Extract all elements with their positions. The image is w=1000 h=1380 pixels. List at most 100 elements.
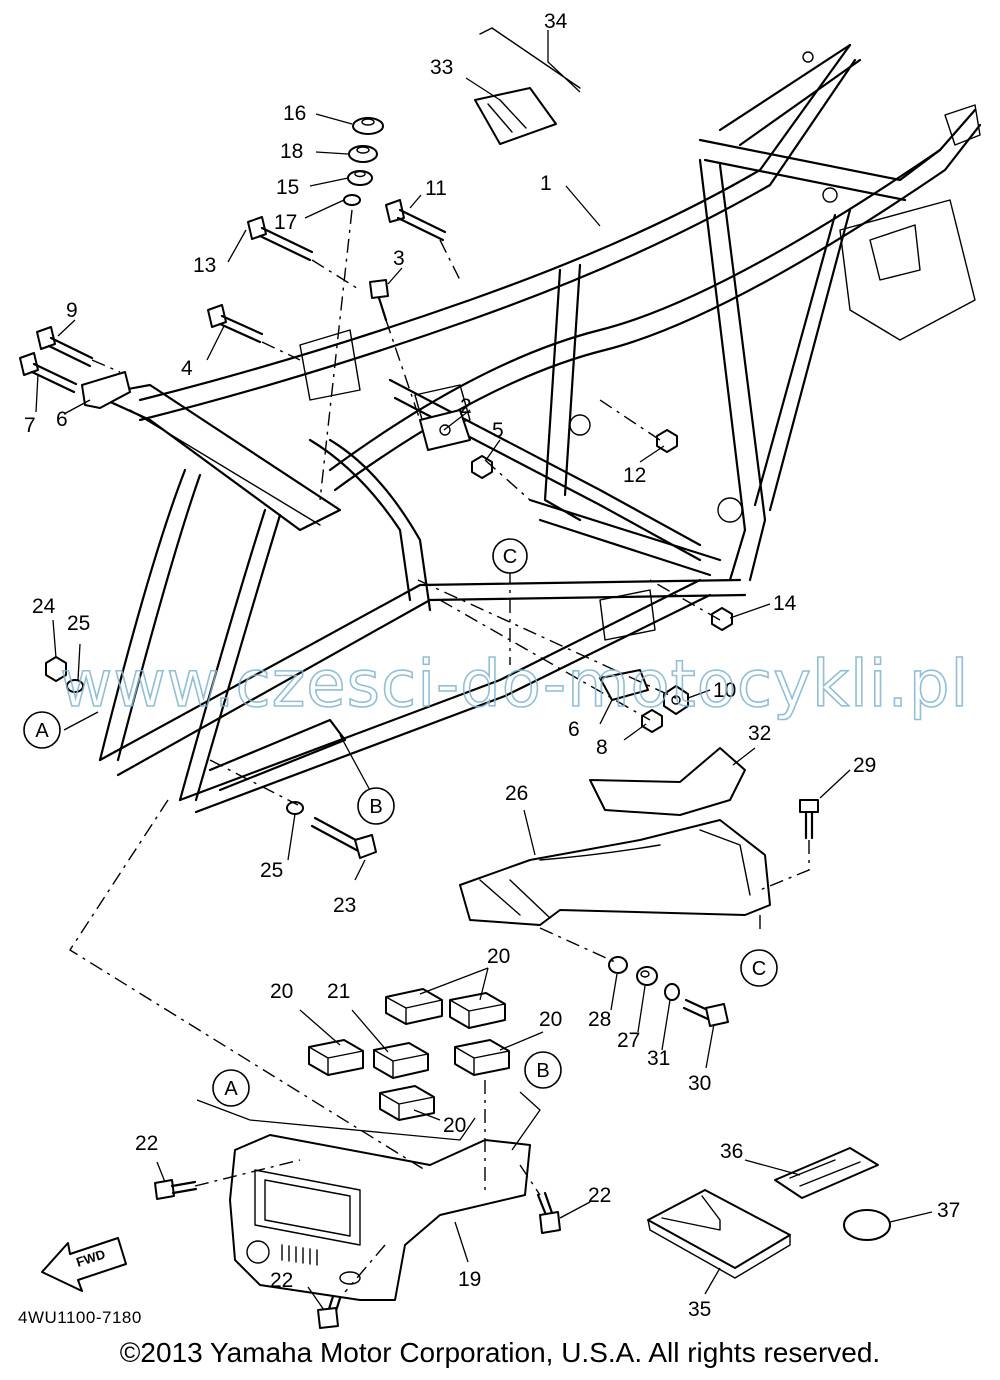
callout-9: 9 bbox=[66, 299, 78, 322]
callout-5: 5 bbox=[492, 419, 504, 442]
callout-20-a: 20 bbox=[270, 980, 293, 1003]
watermark: www.czesci-do-motocykli.pl bbox=[60, 648, 969, 722]
callout-30: 30 bbox=[688, 1072, 711, 1095]
callout-12: 12 bbox=[623, 464, 646, 487]
nut-14 bbox=[711, 607, 733, 631]
callout-34: 34 bbox=[544, 10, 568, 33]
ref-c-cover: C bbox=[740, 949, 778, 987]
bolt-30 bbox=[682, 998, 729, 1027]
bolt-22-right bbox=[536, 1191, 561, 1234]
callout-4: 4 bbox=[181, 357, 193, 380]
callout-1: 1 bbox=[540, 172, 552, 195]
callout-20-c: 20 bbox=[539, 1008, 562, 1031]
svg-text:A: A bbox=[35, 720, 49, 742]
diagram-code: 4WU1100-7180 bbox=[18, 1308, 142, 1327]
callout-6-top: 6 bbox=[56, 408, 68, 431]
callout-15: 15 bbox=[276, 176, 299, 199]
callout-36: 36 bbox=[720, 1140, 743, 1163]
copyright-notice: ©2013 Yamaha Motor Corporation, U.S.A. A… bbox=[119, 1337, 881, 1368]
callout-29: 29 bbox=[853, 754, 876, 777]
svg-text:C: C bbox=[503, 546, 517, 568]
bolt-9 bbox=[36, 326, 94, 368]
cable-tie-34 bbox=[479, 27, 581, 89]
callout-25-bottom: 25 bbox=[260, 859, 283, 882]
bolt-23 bbox=[310, 816, 377, 859]
callout-13: 13 bbox=[193, 254, 216, 277]
plate-6-bottom bbox=[599, 669, 649, 701]
callout-17: 17 bbox=[274, 211, 297, 234]
o-ring-37 bbox=[843, 1209, 891, 1241]
ref-c-top: C bbox=[492, 538, 528, 574]
svg-text:B: B bbox=[369, 796, 382, 818]
callout-35: 35 bbox=[688, 1298, 711, 1321]
callout-3: 3 bbox=[393, 247, 405, 270]
bolt-13 bbox=[247, 216, 314, 262]
ref-a-skid: A bbox=[212, 1069, 250, 1107]
tool-bag-35 bbox=[647, 1189, 791, 1279]
damper-18 bbox=[348, 145, 378, 163]
bolt-22-left bbox=[154, 1179, 198, 1200]
callout-28: 28 bbox=[588, 1008, 611, 1031]
callout-32: 32 bbox=[748, 722, 771, 745]
collar-28 bbox=[608, 956, 628, 974]
nut-10 bbox=[663, 685, 689, 715]
damper-27 bbox=[636, 966, 658, 986]
callout-23: 23 bbox=[333, 894, 356, 917]
callout-2: 2 bbox=[460, 395, 472, 418]
callout-31: 31 bbox=[647, 1047, 670, 1070]
callout-numbers: 1 2 3 4 5 6 6 7 8 9 10 11 12 13 14 15 16… bbox=[24, 10, 960, 1321]
cover-32 bbox=[589, 747, 746, 816]
callout-18: 18 bbox=[280, 140, 303, 163]
callout-11: 11 bbox=[425, 177, 447, 200]
damper-block-20-a bbox=[308, 1039, 364, 1076]
callout-33: 33 bbox=[430, 56, 453, 79]
tool-36 bbox=[774, 1147, 879, 1199]
svg-text:A: A bbox=[224, 1078, 238, 1100]
ref-b-skid: B bbox=[524, 1051, 562, 1089]
callout-22-left: 22 bbox=[135, 1132, 158, 1155]
damper-block-21 bbox=[373, 1042, 429, 1079]
callout-19: 19 bbox=[458, 1268, 481, 1291]
plate-6-top bbox=[81, 371, 131, 409]
damper-15 bbox=[347, 170, 373, 186]
callout-22-right: 22 bbox=[588, 1184, 611, 1207]
callout-27: 27 bbox=[617, 1029, 640, 1052]
damper-block-20-c bbox=[449, 992, 506, 1029]
main-frame bbox=[93, 43, 982, 814]
callout-10: 10 bbox=[713, 679, 736, 702]
callout-7: 7 bbox=[24, 414, 36, 437]
washer-25-top bbox=[66, 679, 84, 693]
ref-b-frame: B bbox=[357, 787, 395, 825]
callout-20-d: 20 bbox=[443, 1114, 466, 1137]
nut-8 bbox=[641, 709, 663, 733]
skid-plate-19 bbox=[229, 1134, 531, 1301]
callout-20-b: 20 bbox=[487, 945, 510, 968]
callout-25-top: 25 bbox=[67, 612, 90, 635]
callout-24: 24 bbox=[32, 595, 56, 618]
nut-12 bbox=[656, 429, 678, 453]
callout-21: 21 bbox=[327, 980, 350, 1003]
nut-5 bbox=[471, 455, 493, 479]
leader-lines bbox=[35, 30, 933, 1311]
callout-8: 8 bbox=[596, 736, 608, 759]
callout-26: 26 bbox=[505, 782, 528, 805]
damper-block-20-d bbox=[454, 1039, 510, 1076]
assembly-lines bbox=[69, 209, 810, 1293]
svg-text:C: C bbox=[752, 958, 766, 980]
callout-6-bottom: 6 bbox=[568, 718, 580, 741]
bolt-4 bbox=[207, 304, 264, 344]
washer-31 bbox=[664, 983, 680, 1001]
bolt-7 bbox=[19, 352, 78, 394]
svg-text:B: B bbox=[536, 1060, 549, 1082]
collar-17 bbox=[343, 194, 361, 206]
damper-block-20-b bbox=[385, 988, 443, 1025]
bolt-29 bbox=[799, 799, 819, 840]
fwd-arrow-icon: FWD bbox=[41, 1237, 127, 1292]
damper-block-20-e bbox=[379, 1085, 435, 1121]
bolt-11 bbox=[385, 199, 447, 242]
bolt-3 bbox=[369, 279, 389, 322]
ref-a-frame: A bbox=[23, 711, 61, 749]
callout-37: 37 bbox=[937, 1199, 960, 1222]
collar-16 bbox=[352, 117, 384, 135]
